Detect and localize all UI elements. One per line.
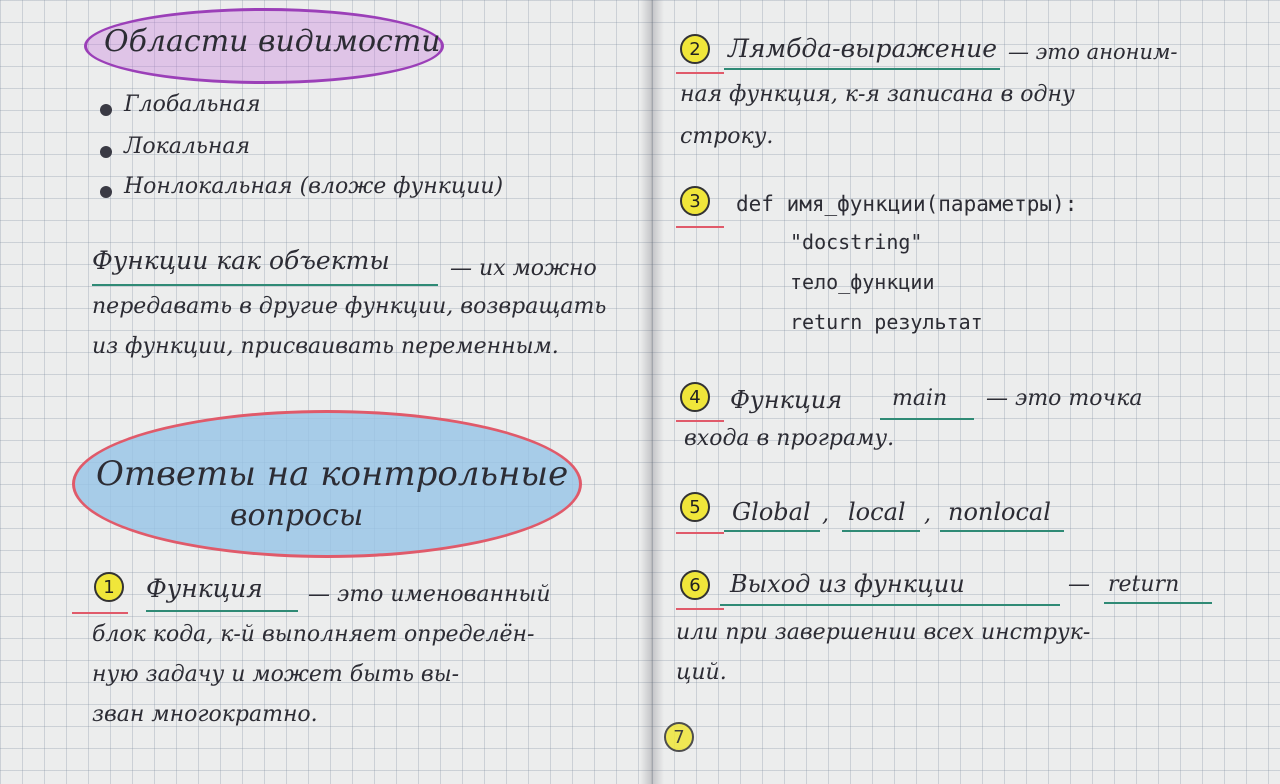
term-underline <box>880 418 974 420</box>
red-mark <box>676 72 724 74</box>
text-line: зван многократно. <box>92 702 318 727</box>
red-mark <box>676 226 724 228</box>
answer-term: Функция <box>146 574 263 603</box>
term-underline <box>724 530 820 532</box>
text-line: — это аноним- <box>1008 40 1178 64</box>
notebook-spine <box>640 0 664 784</box>
code-line: "docstring" <box>790 230 923 254</box>
text-line: — это точка <box>986 386 1143 411</box>
text-line: ций. <box>676 660 727 685</box>
red-mark <box>676 420 724 422</box>
text-line: ная функция, к-я записана в одну <box>680 82 1075 107</box>
answer-number-badge: 4 <box>680 382 710 412</box>
red-mark <box>676 532 724 534</box>
text-line: входа в програму. <box>684 426 895 451</box>
answers-heading-line: Ответы на контрольные <box>96 454 569 494</box>
scope-keyword: local <box>848 498 906 526</box>
answer-term: main <box>892 386 948 411</box>
scope-keyword: nonlocal <box>948 498 1051 526</box>
term-underline <box>720 604 1060 606</box>
red-mark <box>72 612 128 614</box>
scope-item: Глобальная <box>124 92 261 117</box>
answer-number-badge: 5 <box>680 492 710 522</box>
page-heading: Области видимости <box>104 24 441 59</box>
term-underline <box>92 284 438 286</box>
text-line: — это именованный <box>308 582 551 607</box>
answer-number-badge: 6 <box>680 570 710 600</box>
separator: , <box>924 502 931 527</box>
term-underline <box>842 530 920 532</box>
functions-as-objects-term: Функции как объекты <box>92 246 390 275</box>
answer-number-badge: 3 <box>680 186 710 216</box>
text-line: строку. <box>680 124 774 149</box>
text-line: из функции, присваивать переменным. <box>92 334 559 359</box>
answer-number-badge: 2 <box>680 34 710 64</box>
answers-heading-oval <box>72 410 582 558</box>
bullet-icon <box>100 186 112 198</box>
text-line: ную задачу и может быть вы- <box>92 662 460 687</box>
answer-term: Лямбда-выражение <box>728 34 997 63</box>
separator: , <box>822 502 829 527</box>
code-line: return результат <box>790 310 983 334</box>
scope-item: Локальная <box>124 134 251 159</box>
text-line: — их можно <box>450 256 597 281</box>
answers-heading-line: вопросы <box>230 498 364 533</box>
answer-term: Выход из функции <box>730 570 965 598</box>
scope-keyword: Global <box>732 498 811 526</box>
answer-keyword: return <box>1108 572 1180 597</box>
term-underline <box>940 530 1064 532</box>
term-underline <box>146 610 298 612</box>
answer-number-badge: 7 <box>664 722 694 752</box>
code-line: тело_функции <box>790 270 935 294</box>
left-notebook-page <box>0 0 652 784</box>
text-line: передавать в другие функции, возвращать <box>92 294 607 319</box>
answer-number-badge: 1 <box>94 572 124 602</box>
text-line: блок кода, к-й выполняет определён- <box>92 622 535 647</box>
bullet-icon <box>100 146 112 158</box>
text-line: Функция <box>730 386 843 414</box>
scope-item: Нонлокальная (вложе функции) <box>124 174 504 199</box>
right-notebook-page <box>652 0 1280 784</box>
term-underline <box>724 68 1000 70</box>
red-mark <box>676 608 724 610</box>
text-line: или при завершении всех инструк- <box>676 620 1091 645</box>
heading-oval <box>84 8 444 84</box>
term-underline <box>1104 602 1212 604</box>
bullet-icon <box>100 104 112 116</box>
code-line: def имя_функции(параметры): <box>736 192 1078 216</box>
separator: — <box>1068 572 1090 597</box>
